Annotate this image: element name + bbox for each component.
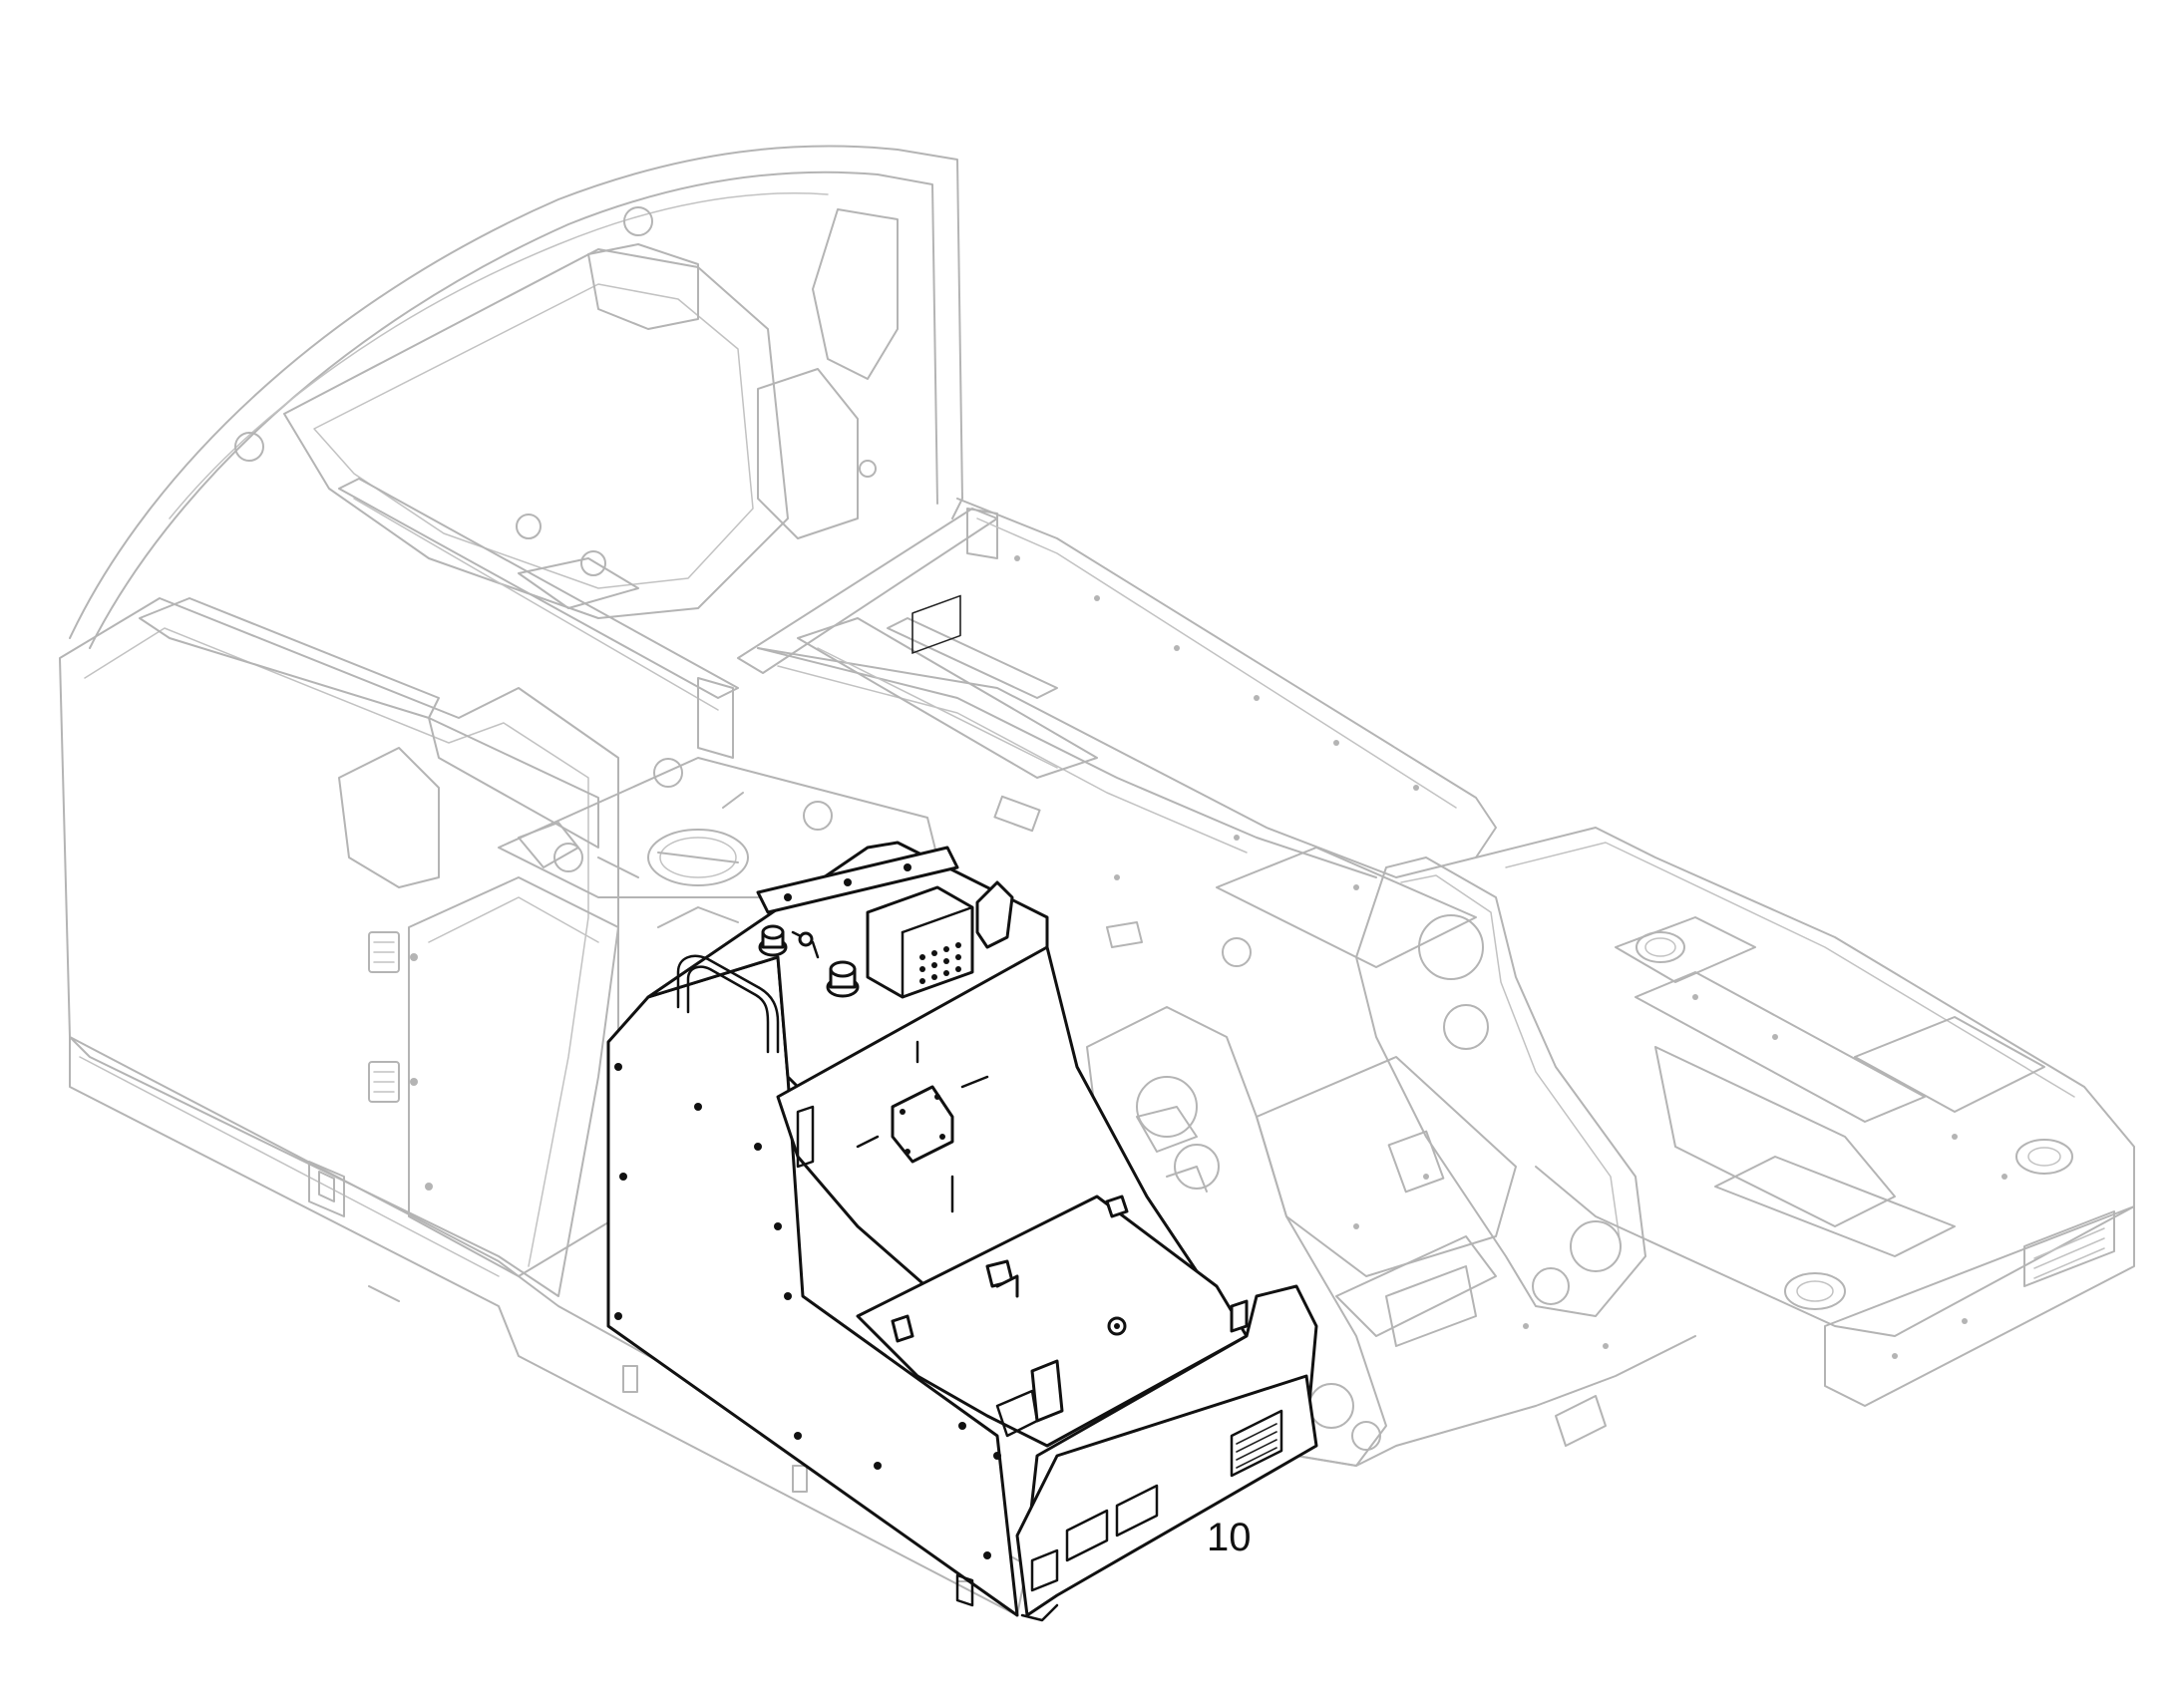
rear-cross-rail [737, 508, 998, 674]
ghost-fasteners [1014, 555, 2007, 1349]
part-elbow-fitting [975, 880, 1014, 949]
counterweight-pocket [283, 248, 789, 619]
main-frame-right [757, 498, 1497, 878]
part-left-wall-bolts [614, 1063, 1001, 1559]
rear-right-frame [1475, 827, 2135, 1337]
boom-pivot-bracket [1355, 856, 1646, 1317]
ghost-machine-frame [59, 145, 2135, 1616]
highlighted-part-10 [606, 594, 1318, 1622]
part-connector-box [866, 594, 974, 999]
part-caps [758, 924, 860, 998]
callout-label-10: 10 [1207, 1516, 1252, 1559]
swing-bearing-area [1216, 847, 1477, 968]
upper-rail [338, 478, 739, 699]
part-center-plate [856, 1040, 989, 1213]
end-box [1824, 1205, 2135, 1407]
part-vent-grille [1230, 1409, 1283, 1478]
counterweight-shell [69, 145, 963, 639]
left-side-housing [59, 597, 619, 1297]
part-handle [676, 954, 780, 1054]
